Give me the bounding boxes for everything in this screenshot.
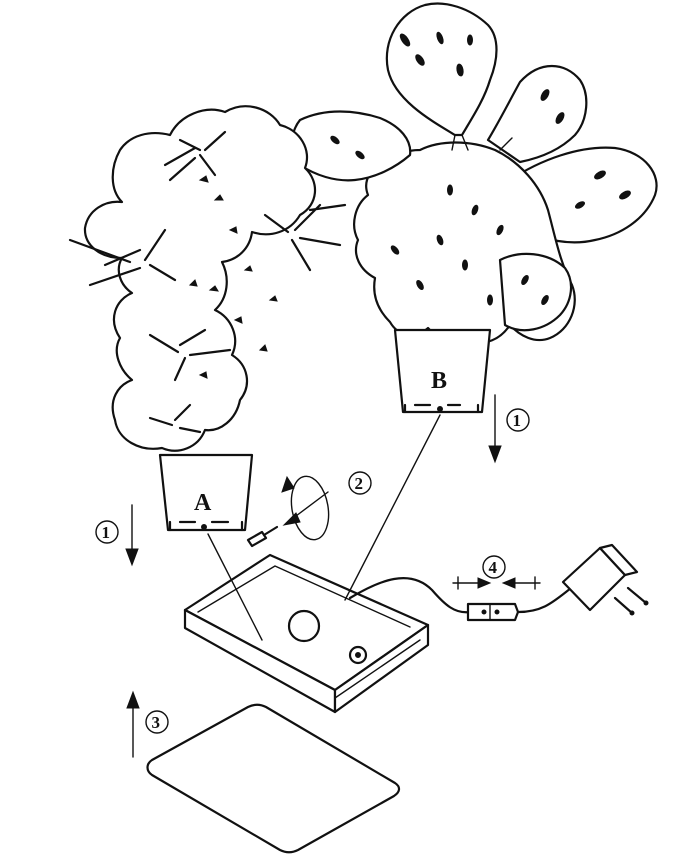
step-2-label: 2 bbox=[355, 474, 364, 493]
step-1-arrow-b: 1 bbox=[488, 394, 530, 464]
step-4-label: 4 bbox=[489, 558, 498, 577]
rotate-arrow-icon bbox=[281, 475, 330, 541]
connector-line-a bbox=[207, 533, 263, 641]
screw-icon bbox=[246, 525, 279, 548]
step-3-label: 3 bbox=[152, 713, 161, 732]
step-1-arrow-a: 1 bbox=[95, 504, 139, 567]
pot-a-label: A bbox=[194, 490, 212, 516]
step-3-group: 3 bbox=[126, 690, 169, 758]
pot-a-icon: A bbox=[158, 453, 254, 532]
plant-b-icon bbox=[290, 2, 658, 344]
step-1-label-b: 1 bbox=[513, 411, 522, 430]
pot-b-icon: B bbox=[393, 328, 492, 414]
power-adapter-icon bbox=[561, 543, 649, 616]
step-4-group: 4 bbox=[452, 555, 541, 590]
plant-a-icon bbox=[68, 105, 347, 452]
switch-icon bbox=[348, 645, 368, 665]
step-1-label-a: 1 bbox=[102, 523, 111, 542]
power-cable-icon bbox=[348, 577, 577, 622]
pot-b-label: B bbox=[431, 368, 447, 394]
base-box-icon bbox=[183, 553, 430, 714]
step-2-group: 2 bbox=[246, 471, 372, 548]
cover-plate-icon bbox=[146, 703, 401, 854]
connector-line-b bbox=[344, 414, 441, 601]
